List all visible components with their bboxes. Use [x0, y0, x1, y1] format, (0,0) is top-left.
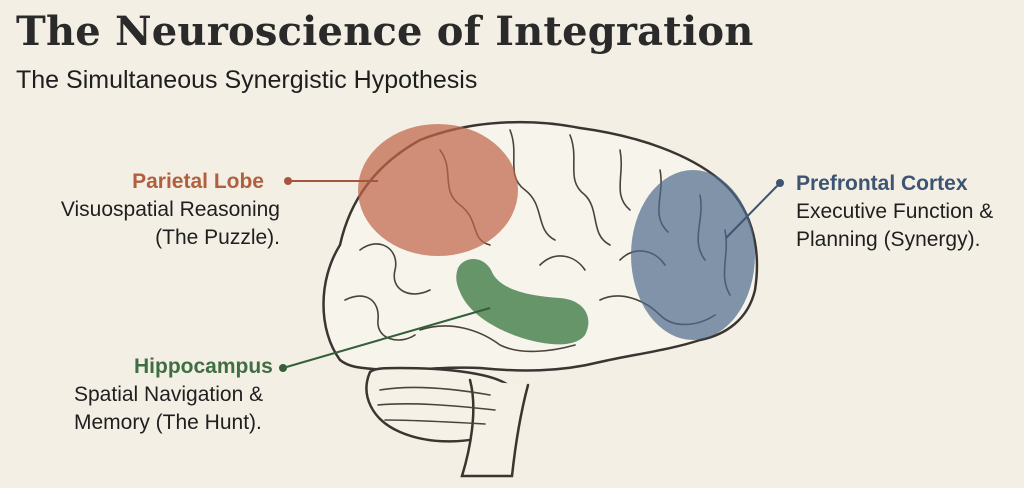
prefrontal-desc-line1: Executive Function &	[796, 200, 994, 223]
prefrontal-region	[631, 170, 755, 340]
page-subtitle: The Simultaneous Synergistic Hypothesis	[16, 66, 478, 94]
hippocampus-region	[456, 259, 589, 345]
prefrontal-desc-line2: Planning (Synergy).	[796, 228, 981, 251]
page-title: The Neuroscience of Integration	[16, 8, 754, 55]
hippocampus-desc-line1: Spatial Navigation &	[74, 383, 264, 406]
prefrontal-name: Prefrontal Cortex	[796, 172, 968, 195]
parietal-label: Parietal Lobe Visuospatial Reasoning (Th…	[48, 168, 280, 252]
prefrontal-label: Prefrontal Cortex Executive Function & P…	[796, 170, 1016, 254]
brainstem-outline	[460, 378, 530, 478]
parietal-desc-line2: (The Puzzle).	[155, 226, 280, 249]
parietal-name: Parietal Lobe	[132, 170, 264, 193]
parietal-callout-dot	[284, 177, 292, 185]
hippocampus-label: Hippocampus Spatial Navigation & Memory …	[74, 353, 304, 437]
hippocampus-callout-line	[282, 307, 491, 369]
hippocampus-name: Hippocampus	[134, 355, 273, 378]
hippocampus-callout-dot	[279, 364, 287, 372]
parietal-desc-line1: Visuospatial Reasoning	[60, 198, 280, 221]
hippocampus-desc-line2: Memory (The Hunt).	[74, 411, 262, 434]
prefrontal-callout-dot	[776, 179, 784, 187]
prefrontal-callout-line	[725, 182, 781, 239]
parietal-region	[358, 124, 518, 256]
